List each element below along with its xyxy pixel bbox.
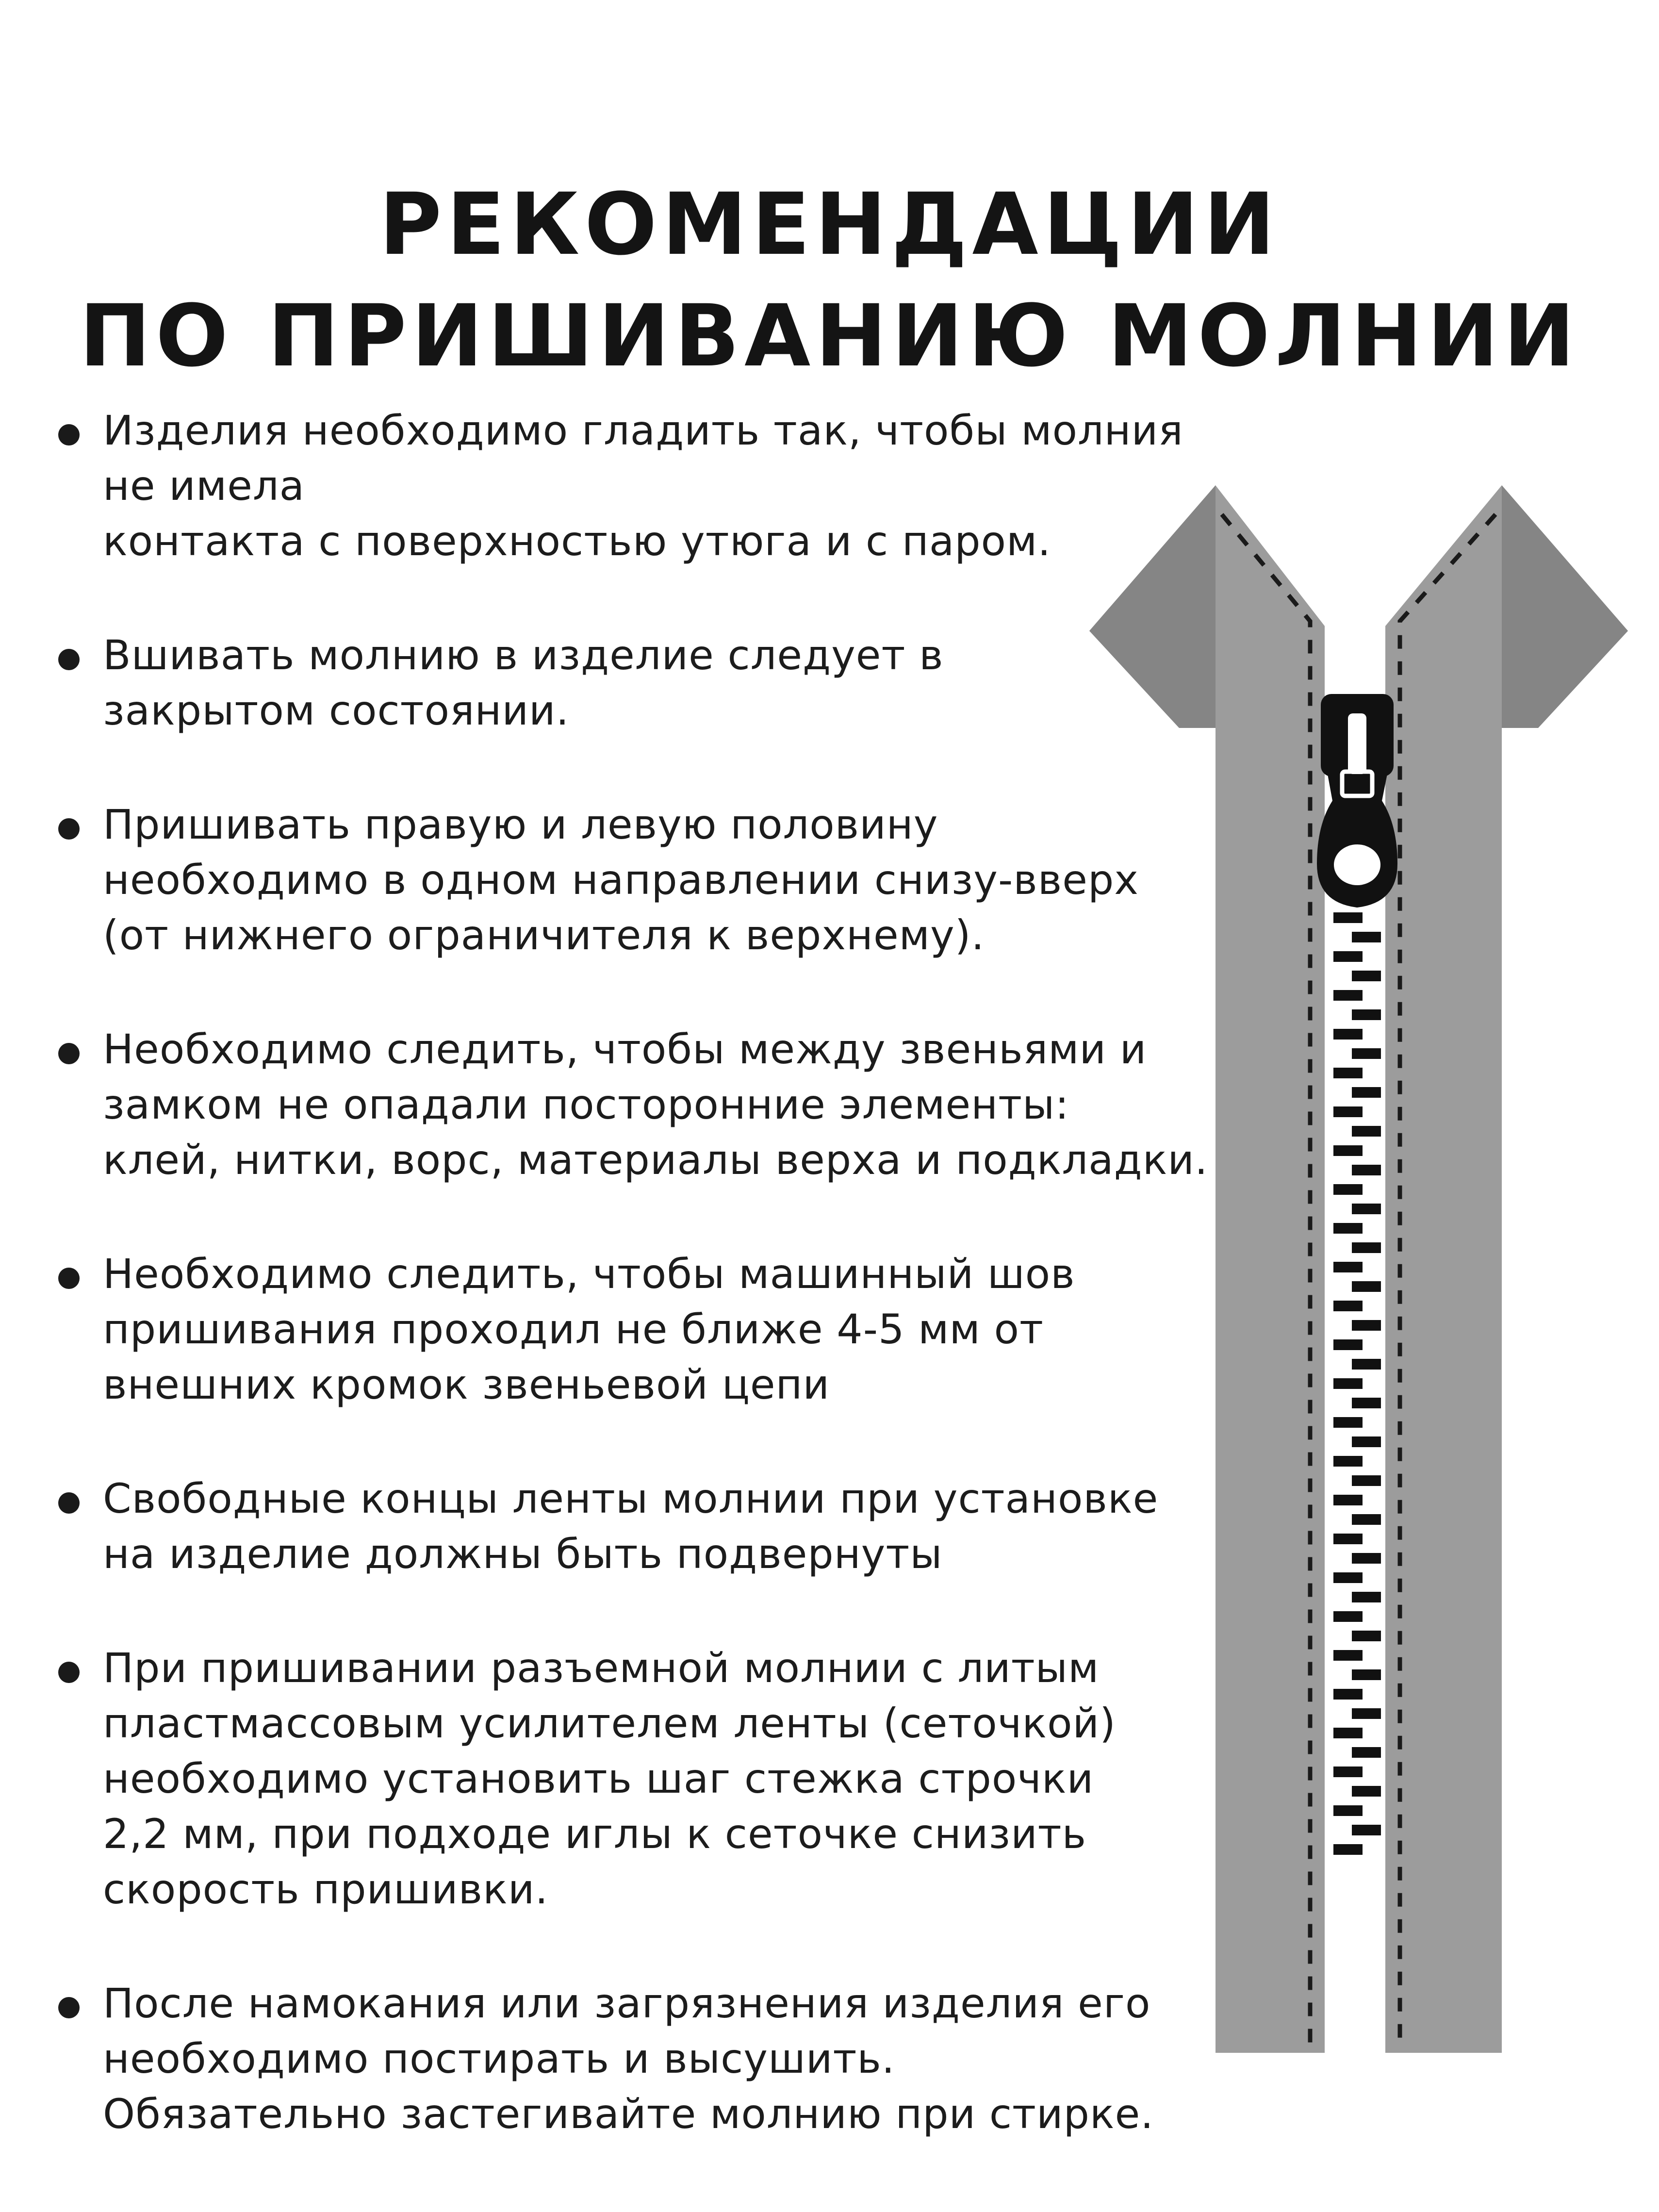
list-item: Свободные концы ленты молнии при установ…: [58, 1471, 1247, 1582]
list-item: После намокания или загрязнения изделия …: [58, 1976, 1247, 2142]
list-item: Необходимо следить, чтобы машинный шов п…: [58, 1246, 1247, 1412]
list-item-text: Необходимо следить, чтобы между звеньями…: [103, 1025, 1208, 1184]
zipper-tooth: [1333, 1417, 1363, 1428]
page-title: РЕКОМЕНДАЦИИ ПО ПРИШИВАНИЮ МОЛНИИ: [0, 169, 1659, 392]
zipper-left-fold: [1089, 485, 1216, 728]
zipper-tooth: [1352, 1825, 1381, 1835]
zipper-tooth: [1333, 1456, 1363, 1467]
zipper-tooth: [1333, 1184, 1363, 1195]
zipper-tooth: [1352, 1592, 1381, 1602]
zipper-tooth: [1333, 1223, 1363, 1234]
zipper-tooth: [1352, 1320, 1381, 1331]
zipper-tooth: [1333, 1572, 1363, 1583]
zipper-tooth: [1352, 1631, 1381, 1641]
zipper-tooth: [1333, 1805, 1363, 1816]
list-item: Изделия необходимо гладить так, чтобы мо…: [58, 403, 1247, 569]
list-item-text: Свободные концы ленты молнии при установ…: [103, 1475, 1159, 1578]
zipper-tooth: [1352, 1165, 1381, 1175]
zipper-tooth: [1352, 971, 1381, 981]
zipper-tooth: [1333, 1029, 1363, 1040]
zipper-tooth: [1333, 990, 1363, 1001]
zipper-tooth: [1352, 1747, 1381, 1758]
zipper-tooth: [1352, 1475, 1381, 1486]
zipper-tooth: [1352, 1786, 1381, 1797]
list-item-text: Необходимо следить, чтобы машинный шов п…: [103, 1250, 1075, 1408]
list-item-text: После намокания или загрязнения изделия …: [103, 1980, 1154, 2138]
zipper-tooth: [1333, 1378, 1363, 1389]
recommendations-list: Изделия необходимо гладить так, чтобы мо…: [58, 403, 1247, 2200]
zipper-tooth: [1352, 1398, 1381, 1408]
zipper-left-tape: [1089, 485, 1325, 2053]
list-item: Необходимо следить, чтобы между звеньями…: [58, 1022, 1247, 1188]
zipper-teeth: [1333, 912, 1381, 1855]
zipper-slider-icon: [1317, 694, 1397, 908]
zipper-tooth: [1333, 1611, 1363, 1622]
zipper-tooth: [1333, 1106, 1363, 1117]
zipper-tooth: [1333, 912, 1363, 923]
list-item: Пришивать правую и левую половину необхо…: [58, 797, 1247, 963]
zipper-tooth: [1352, 1048, 1381, 1059]
bullet-icon: [58, 1662, 80, 1683]
bullet-icon: [58, 1492, 80, 1514]
bullet-icon: [58, 818, 80, 840]
zipper-tooth: [1352, 1204, 1381, 1214]
zipper-tooth: [1333, 1534, 1363, 1544]
bullet-icon: [58, 1043, 80, 1064]
zipper-tooth: [1333, 1068, 1363, 1078]
zipper-tooth: [1352, 1281, 1381, 1292]
zipper-tooth: [1352, 1242, 1381, 1253]
bullet-icon: [58, 1997, 80, 2018]
zipper-tooth: [1333, 1301, 1363, 1311]
title-line-2: ПО ПРИШИВАНИЮ МОЛНИИ: [79, 286, 1580, 386]
zipper-tooth: [1333, 951, 1363, 962]
zipper-tooth: [1333, 1844, 1363, 1855]
zipper-tooth: [1352, 1359, 1381, 1370]
bullet-icon: [58, 649, 80, 670]
list-item: При пришивании разъемной молнии с литым …: [58, 1640, 1247, 1917]
zipper-right-tape: [1385, 485, 1628, 2053]
bullet-icon: [58, 1268, 80, 1289]
zipper-tooth: [1333, 1339, 1363, 1350]
zipper-tooth: [1333, 1262, 1363, 1272]
bullet-icon: [58, 424, 80, 446]
zipper-tooth: [1352, 932, 1381, 942]
title-line-1: РЕКОМЕНДАЦИИ: [379, 174, 1280, 274]
list-item-text: При пришивании разъемной молнии с литым …: [103, 1644, 1116, 1913]
zipper-icon: [1089, 485, 1628, 2053]
zipper-tooth: [1352, 1087, 1381, 1098]
list-item: Вшивать молнию в изделие следует в закры…: [58, 627, 1247, 738]
list-item-text: Вшивать молнию в изделие следует в закры…: [103, 631, 944, 734]
zipper-tooth: [1352, 1436, 1381, 1447]
zipper-tooth: [1333, 1650, 1363, 1661]
zipper-tooth: [1333, 1145, 1363, 1156]
list-item-text: Изделия необходимо гладить так, чтобы мо…: [103, 407, 1183, 565]
zipper-tooth: [1333, 1766, 1363, 1777]
zipper-right-fold: [1502, 485, 1628, 728]
zipper-tooth: [1333, 1689, 1363, 1700]
zipper-tooth: [1352, 1708, 1381, 1719]
zipper-stitches: [1220, 512, 1497, 2048]
list-item-text: Пришивать правую и левую половину необхо…: [103, 801, 1139, 959]
zipper-tooth: [1352, 1669, 1381, 1680]
zipper-tooth: [1352, 1553, 1381, 1564]
zipper-tooth: [1352, 1126, 1381, 1137]
zipper-tooth: [1333, 1728, 1363, 1738]
zipper-tooth: [1352, 1514, 1381, 1525]
zipper-tooth: [1352, 1009, 1381, 1020]
zipper-tooth: [1333, 1495, 1363, 1505]
